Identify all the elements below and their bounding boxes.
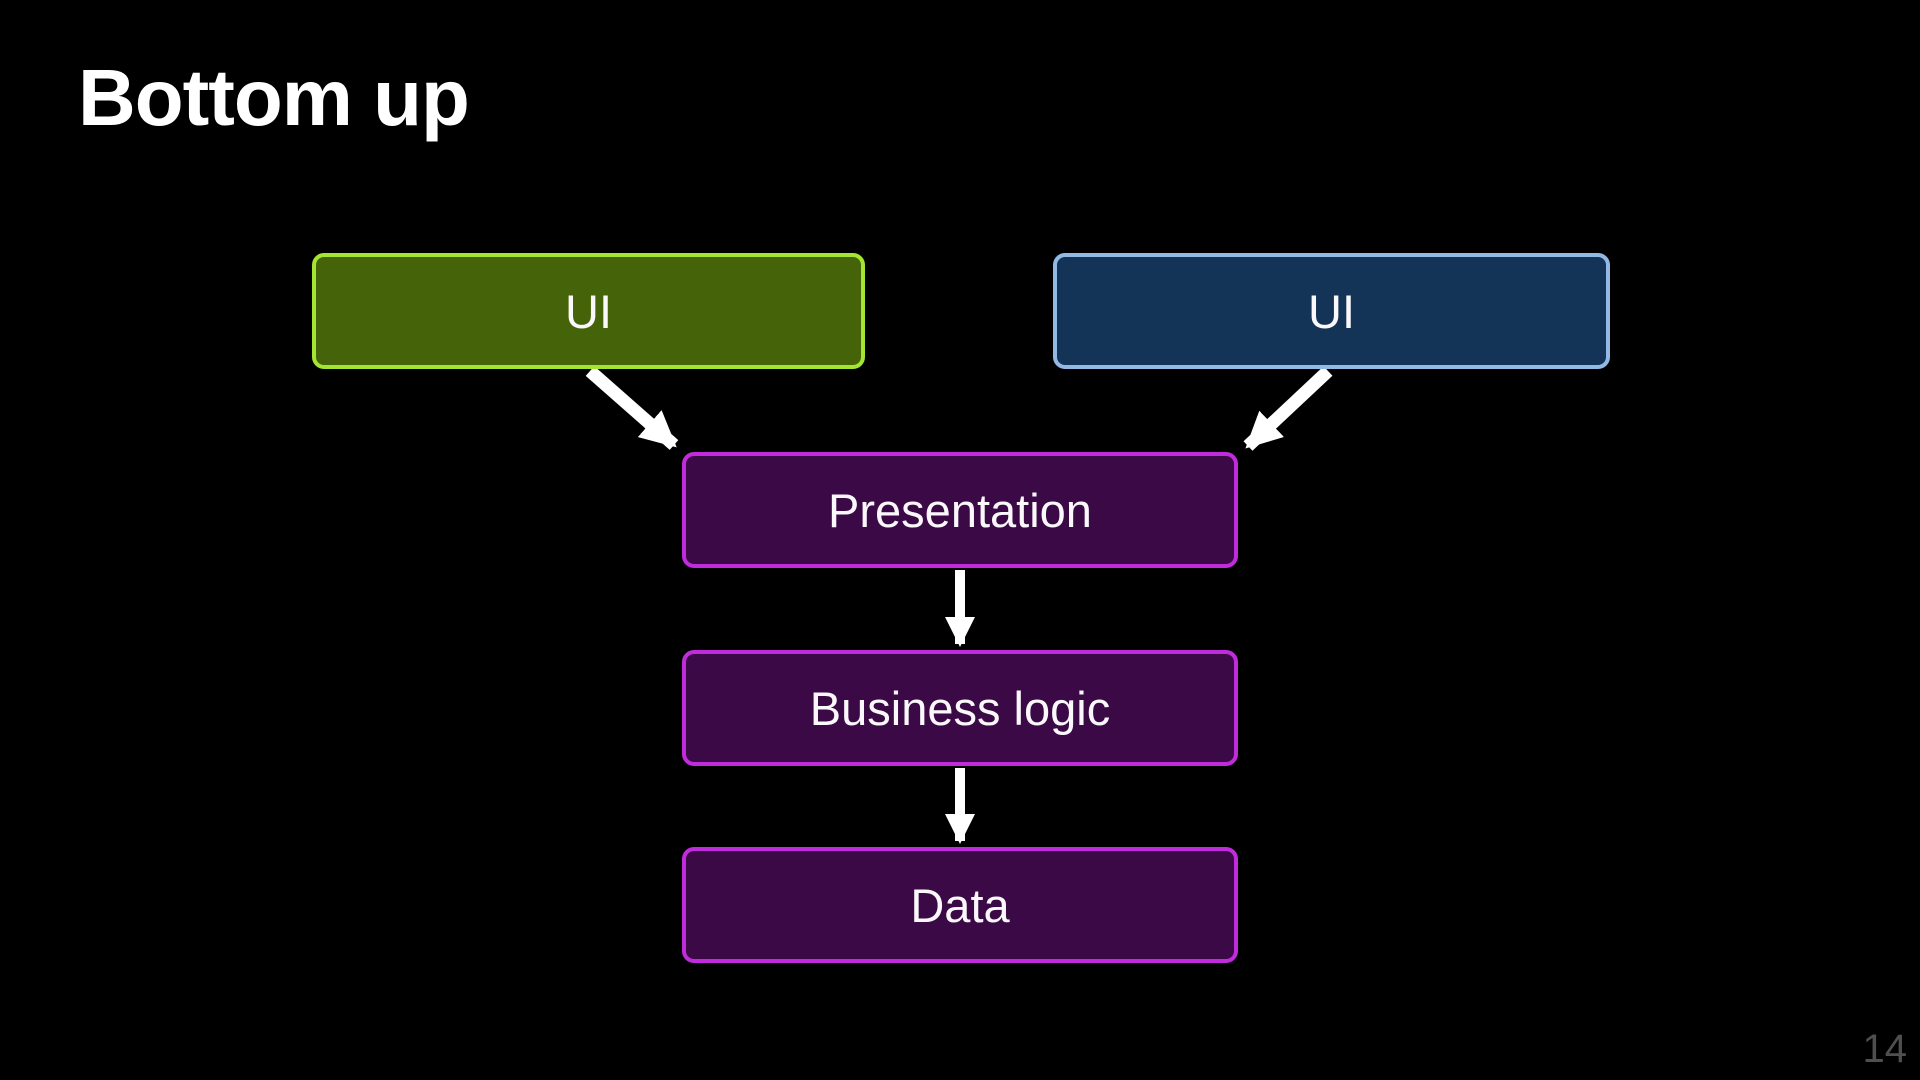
arrow-ui-right-to-presentation	[1243, 366, 1333, 451]
node-data: Data	[682, 847, 1238, 963]
node-business-logic-label: Business logic	[809, 681, 1111, 735]
arrow-ui-left-to-presentation	[585, 366, 679, 450]
node-data-label: Data	[910, 878, 1010, 932]
page-number: 14	[1862, 1027, 1908, 1071]
node-ui-right-label: UI	[1308, 284, 1355, 338]
node-ui-right: UI	[1053, 253, 1610, 369]
slide-title: Bottom up	[78, 53, 470, 142]
node-presentation: Presentation	[682, 452, 1238, 568]
node-business-logic: Business logic	[682, 650, 1238, 766]
node-presentation-label: Presentation	[828, 483, 1092, 537]
node-ui-left-label: UI	[565, 284, 612, 338]
node-ui-left: UI	[312, 253, 865, 369]
